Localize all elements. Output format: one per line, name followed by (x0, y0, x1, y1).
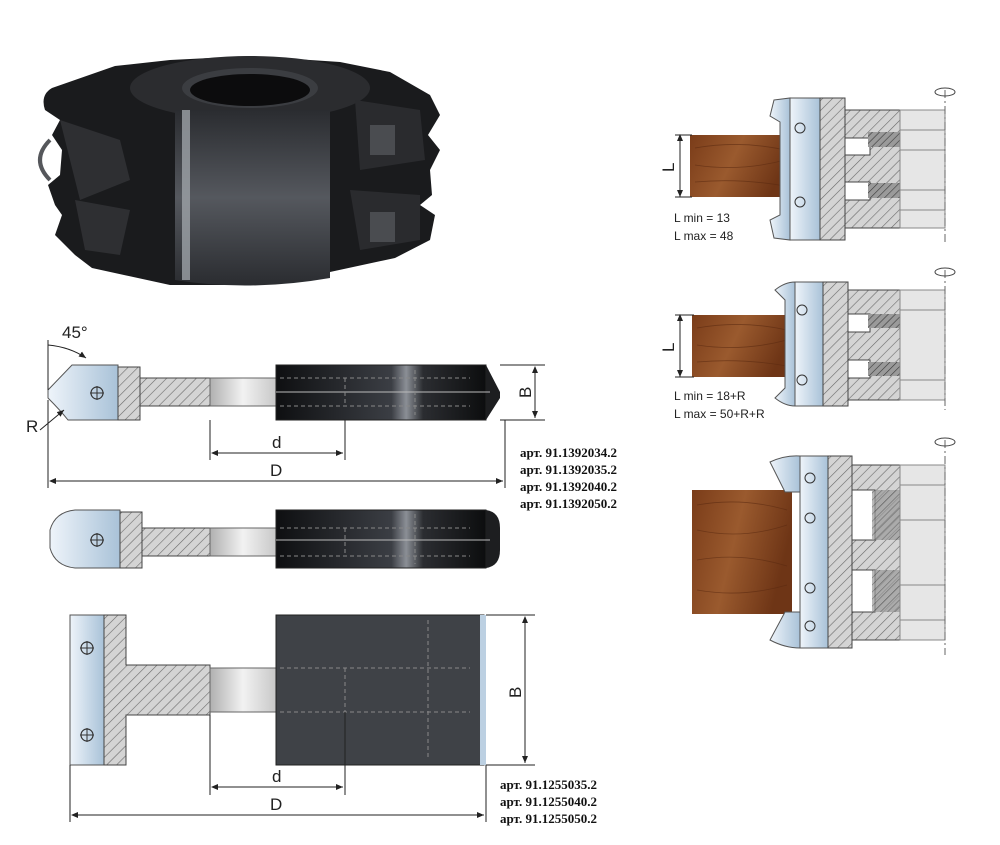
article-b-1: арт. 91.1255035.2 (500, 777, 597, 792)
height-label-2: B (506, 687, 525, 698)
lmax-1: L max = 48 (674, 229, 734, 243)
article-a-4: арт. 91.1392050.2 (520, 496, 617, 511)
setup-diagram-1: L L min = 13 L max = 48 (659, 87, 956, 245)
diameter-label-2: D (270, 795, 282, 814)
height-label: B (516, 387, 535, 398)
profile-drawing-3: B d D (69, 614, 535, 822)
length-label-2: L (659, 343, 678, 352)
cutter-head-photo (38, 56, 440, 286)
article-a-3: арт. 91.1392040.2 (520, 479, 617, 494)
bore-label: d (272, 433, 281, 452)
lmax-2: L max = 50+R+R (674, 407, 765, 421)
length-label-1: L (659, 163, 678, 172)
article-b-2: арт. 91.1255040.2 (500, 794, 597, 809)
article-a-2: арт. 91.1392035.2 (520, 462, 617, 477)
profile-drawing-1: 45° R B d D (26, 323, 545, 488)
profile-drawing-2 (49, 509, 500, 569)
lmin-1: L min = 13 (674, 211, 730, 225)
article-list-a: арт. 91.1392034.2 арт. 91.1392035.2 арт.… (520, 444, 617, 512)
setup-diagram-3 (692, 437, 956, 655)
bore-label-2: d (272, 767, 281, 786)
article-a-1: арт. 91.1392034.2 (520, 445, 617, 460)
lmin-2: L min = 18+R (674, 389, 746, 403)
angle-label: 45° (62, 323, 88, 342)
diameter-label: D (270, 461, 282, 480)
setup-diagram-2: L L min = 18+R L max = 50+R+R (659, 267, 956, 421)
article-b-3: арт. 91.1255050.2 (500, 811, 597, 826)
article-list-b: арт. 91.1255035.2 арт. 91.1255040.2 арт.… (500, 776, 597, 827)
radius-label: R (26, 417, 38, 436)
